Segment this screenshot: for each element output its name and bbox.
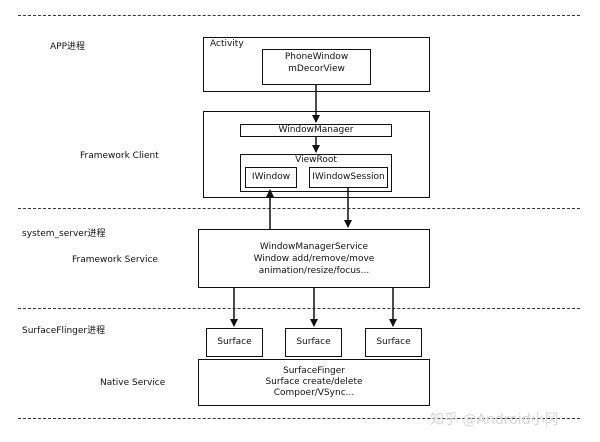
wms-line-3: animation/resize/focus... — [258, 266, 370, 276]
label-system-server-process: system_server进程 — [22, 229, 106, 239]
window-manager-label: WindowManager — [278, 125, 354, 135]
iwindow-session-label: IWindowSession — [312, 172, 385, 182]
iwindow-label: IWindow — [251, 172, 291, 182]
divider-system-surfaceflinger — [18, 308, 580, 309]
surface-box-3 — [365, 328, 422, 357]
divider-app-system — [18, 208, 580, 209]
label-framework-service: Framework Service — [72, 255, 158, 265]
iwindow-box — [245, 167, 297, 188]
surface-box-2 — [285, 328, 342, 357]
surface-label-1: Surface — [217, 337, 252, 347]
window-manager-box — [240, 124, 392, 137]
phone-window-box — [262, 49, 371, 85]
surface-label-2: Surface — [296, 337, 331, 347]
divider-top — [18, 15, 580, 16]
sf-line-3: Compoer/VSync... — [273, 388, 355, 398]
label-surfaceflinger-process: SurfaceFlinger进程 — [22, 326, 106, 336]
activity-label: Activity — [210, 39, 244, 49]
window-manager-service-box — [198, 229, 430, 288]
decor-view-label: mDecorView — [288, 64, 345, 74]
watermark: 知乎 @Android小冈 — [430, 412, 559, 428]
surface-box-1 — [206, 328, 263, 357]
wms-line-2: Window add/remove/move — [253, 254, 375, 264]
surface-label-3: Surface — [376, 337, 411, 347]
sf-line-2: Surface create/delete — [265, 377, 363, 387]
phone-window-label: PhoneWindow — [284, 52, 349, 62]
view-root-label: ViewRoot — [295, 155, 337, 165]
label-framework-client: Framework Client — [80, 151, 159, 161]
sf-title: SurfaceFinger — [283, 366, 345, 376]
wms-title: WindowManagerService — [259, 242, 369, 252]
iwindow-session-box — [309, 167, 388, 188]
surfaceflinger-box — [198, 359, 430, 406]
divider-bottom — [18, 418, 580, 419]
label-app-process: APP进程 — [50, 42, 86, 52]
label-native-service: Native Service — [100, 378, 166, 388]
